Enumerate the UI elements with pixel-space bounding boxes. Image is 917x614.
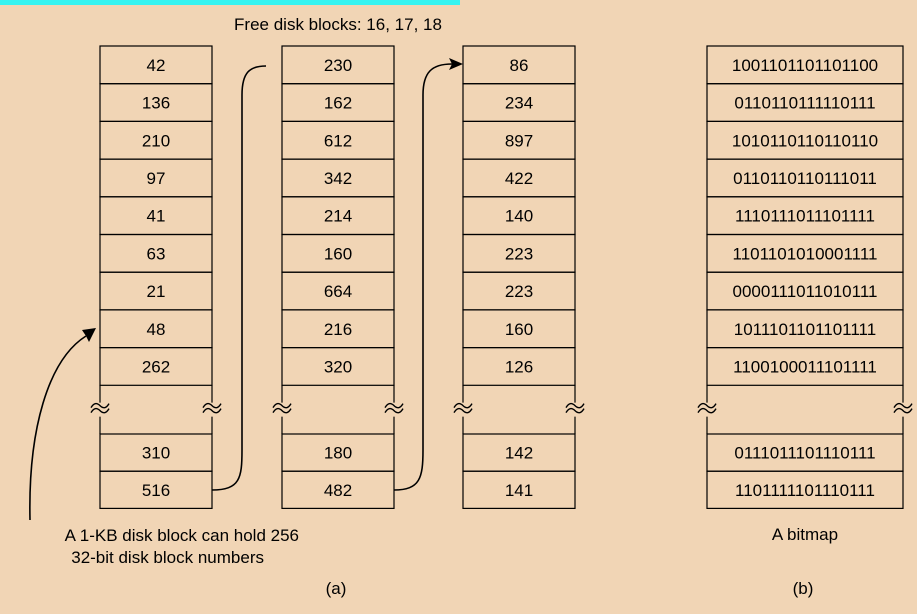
bitmap-row: [706, 470, 904, 510]
block-number: 234: [505, 94, 533, 113]
block-number: 214: [324, 207, 352, 226]
break-mark: [90, 402, 110, 414]
block-column-1: 42 136 210 97 41 63 21 48 262 310 516: [90, 45, 222, 510]
pointer-curves: [29, 63, 453, 521]
pointer-col1-to-col2: [211, 65, 267, 491]
block-number: 210: [142, 131, 170, 150]
free-blocks-title: Free disk blocks: 16, 17, 18: [234, 15, 442, 34]
block-number: 140: [505, 207, 533, 226]
bitmap-value: 1100100011101111: [733, 357, 877, 376]
arrowhead-48: [82, 328, 96, 342]
caption-a: (a): [326, 579, 347, 598]
block-cell: [462, 347, 576, 386]
block-number: 516: [142, 481, 170, 500]
block-column-2: 230 162 612 342 214 160 664 216 320 180 482: [272, 45, 404, 510]
block-number: 97: [147, 169, 166, 188]
break-mark: [272, 402, 292, 414]
block-number: 162: [324, 94, 352, 113]
note-line-2: 32-bit disk block numbers: [71, 548, 264, 567]
block-number: 223: [505, 244, 533, 263]
bitmap-value: 0110110111110111: [734, 94, 875, 113]
break-mark: [893, 402, 913, 414]
block-number: 612: [324, 131, 352, 150]
bitmap-column: 1001101101101100 0110110111110111 10101101…: [697, 45, 913, 510]
bitmap-value: 1010110110110110: [732, 131, 878, 150]
block-number: 342: [324, 169, 352, 188]
bitmap-value: 1011101101101111: [734, 320, 876, 339]
arrowheads: [82, 58, 463, 342]
block-cell: [462, 470, 576, 510]
pointer-note-to-48: [29, 335, 87, 521]
block-number: 160: [324, 244, 352, 263]
block-number: 310: [142, 444, 170, 463]
block-number: 320: [324, 357, 352, 376]
block-number: 48: [147, 320, 166, 339]
break-mark: [453, 402, 473, 414]
block-number: 223: [505, 282, 533, 301]
block-number: 482: [324, 481, 352, 500]
accent-bar: [0, 0, 460, 5]
bitmap-value: 1101111101110111: [735, 481, 875, 500]
block-number: 126: [505, 357, 533, 376]
bitmap-value: 1001101101101100: [732, 56, 878, 75]
caption-b: (b): [793, 579, 814, 598]
break-mark: [202, 402, 222, 414]
block-cell: [281, 347, 395, 386]
bitmap-value: 1110111011101111: [735, 207, 875, 226]
block-number: 41: [147, 207, 166, 226]
bitmap-value: 1101101010001111: [733, 244, 878, 263]
block-number: 160: [505, 320, 533, 339]
block-number: 86: [510, 56, 529, 75]
bitmap-label: A bitmap: [772, 525, 838, 544]
block-number: 63: [147, 244, 166, 263]
block-number: 136: [142, 94, 170, 113]
block-columns: 4213621097416321482623105162301626123422…: [90, 45, 913, 510]
bitmap-value: 0111011101110111: [734, 444, 875, 463]
break-mark: [697, 402, 717, 414]
block-cell: [99, 347, 213, 386]
block-number: 21: [147, 282, 166, 301]
pointer-col2-to-col3: [393, 63, 453, 491]
block-number: 422: [505, 169, 533, 188]
block-number: 142: [505, 444, 533, 463]
break-mark: [565, 402, 585, 414]
break-mark: [384, 402, 404, 414]
block-number: 262: [142, 357, 170, 376]
arrowhead-col3: [449, 58, 463, 70]
bitmap-value: 0000111011010111: [733, 282, 878, 301]
bitmap-value: 0110110110111011: [733, 169, 877, 188]
block-column-3: 86 234 897 422 140 223 223 160 126 142 141: [453, 45, 585, 510]
block-number: 897: [505, 131, 533, 150]
block-number: 141: [505, 481, 533, 500]
block-number: 230: [324, 56, 352, 75]
bitmap-row: [706, 347, 904, 386]
block-number: 42: [147, 56, 166, 75]
note-line-1: A 1-KB disk block can hold 256: [65, 526, 299, 545]
block-number: 216: [324, 320, 352, 339]
block-number: 180: [324, 444, 352, 463]
block-number: 664: [324, 282, 352, 301]
